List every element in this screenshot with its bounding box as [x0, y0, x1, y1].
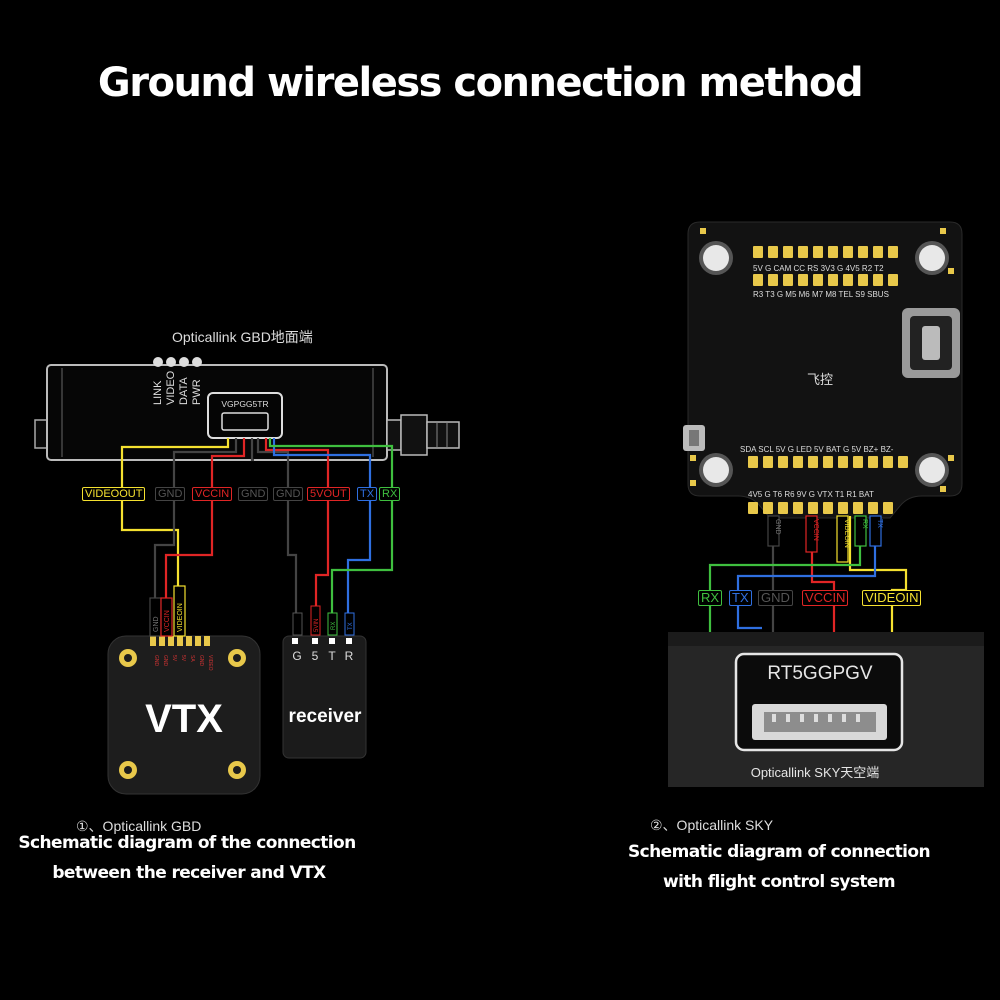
led-data-label: DATA	[178, 377, 190, 405]
gbd-pin-rx: RX	[379, 487, 401, 501]
sky-module-label: Opticallink SKY天空端	[751, 765, 880, 780]
receiver-wire-tx: TX	[348, 622, 354, 630]
page-title: Ground wireless connection method	[97, 60, 864, 106]
sky-pin-videoin: VIDEOIN	[862, 590, 922, 606]
vtx-wire-vccin: VCCIN	[164, 610, 171, 632]
sky-caption-line1: Schematic diagram of connection	[628, 842, 931, 862]
vtx-pad-5: GND	[198, 655, 204, 667]
fc-top-pads	[753, 246, 898, 286]
vtx-name: VTX	[145, 697, 223, 741]
vtx-pad-3: 5V	[180, 655, 186, 662]
gbd-caption-number: ①、Opticallink GBD	[76, 818, 202, 834]
fc-label: 飞控	[807, 372, 833, 387]
gbd-connector-label: VGPGG5TR	[221, 399, 268, 409]
sky-caption-line2: with flight control system	[663, 872, 896, 892]
vtx-wire-gnd: GND	[153, 616, 160, 632]
fc-bottom-row2: 4V5 G T6 R6 9V G VTX T1 R1 BAT	[748, 490, 874, 499]
receiver-pad-5: 5	[312, 649, 319, 663]
led-link-label: LINK	[152, 380, 164, 405]
sky-vwire-rx: RX	[861, 519, 868, 529]
receiver-pad-g: G	[292, 649, 301, 663]
sky-pin-tx: TX	[729, 590, 752, 606]
fc-bottom-row1: SDA SCL 5V G LED 5V BAT G 5V BZ+ BZ-	[740, 445, 894, 454]
vtx-pad-0: GND	[153, 655, 159, 667]
gbd-pin-gnd-2: GND	[238, 487, 269, 501]
gbd-pin-gnd-1: GND	[155, 487, 186, 501]
gbd-caption-line1: Schematic diagram of the connection	[18, 833, 356, 853]
sky-pin-rx: RX	[698, 590, 723, 606]
vtx-pad-6: VIDEO	[207, 655, 213, 671]
sky-pin-gnd: GND	[758, 590, 793, 606]
receiver-pad-t: T	[328, 649, 336, 663]
fc-top-row1: 5V G CAM CC RS 3V3 G 4V5 R2 T2	[753, 264, 884, 273]
receiver-pad-r: R	[345, 649, 354, 663]
receiver-wire-5vin: 5VIN	[314, 619, 320, 632]
gbd-pin-vccin: VCCIN	[192, 487, 233, 501]
sky-caption-number: ②、Opticallink SKY	[650, 817, 774, 833]
fc-bottom-pads	[748, 456, 908, 514]
vtx-pad-4: SA	[189, 655, 195, 662]
led-pwr-label: PWR	[191, 379, 203, 405]
gbd-pin-tx: TX	[357, 487, 378, 501]
vtx-wire-videoin: VIDEOIN	[177, 603, 184, 632]
gbd-pin-5vout: 5VOUT	[307, 487, 350, 501]
gbd-pin-gnd-3: GND	[273, 487, 304, 501]
vtx-pad-1: GND	[162, 655, 168, 667]
sky-module	[668, 632, 984, 787]
receiver-board	[282, 605, 367, 759]
sky-vwire-videoin: VIDEOIN	[843, 519, 850, 548]
gbd-pin-videoout: VIDEOOUT	[82, 487, 146, 501]
fc-top-row2: R3 T3 G M5 M6 M7 M8 TEL S9 SBUS	[753, 290, 889, 299]
vtx-pad-2: 5V	[171, 655, 177, 662]
sky-wire-labels	[767, 515, 882, 563]
receiver-wire-rx: RX	[331, 622, 337, 630]
vtx-board	[107, 635, 261, 795]
gbd-caption-line2: between the receiver and VTX	[52, 863, 326, 883]
gbd-header-label: Opticallink GBD地面端	[172, 329, 313, 345]
sky-pin-vccin: VCCIN	[802, 590, 849, 606]
receiver-name: receiver	[289, 706, 363, 727]
sky-vwire-tx: TX	[876, 519, 883, 528]
vtx-wire-labels	[149, 585, 186, 637]
led-video-label: VIDEO	[165, 370, 177, 405]
sky-vwire-vccin: VCCIN	[812, 519, 819, 541]
sky-vwire-gnd: GND	[774, 519, 781, 535]
sky-connector-label: RT5GGPGV	[767, 663, 873, 684]
flight-controller-board	[683, 221, 963, 519]
